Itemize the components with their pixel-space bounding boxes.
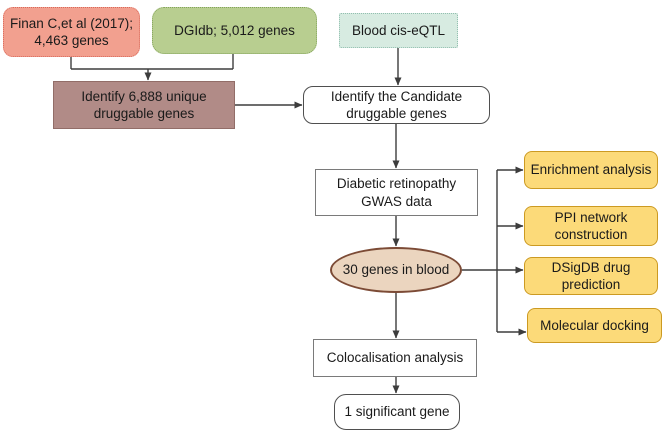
- node-label-line: druggable genes: [93, 106, 195, 121]
- node-label-line: Finan C,et al (2017);: [9, 15, 134, 31]
- node-label-line: 1 significant gene: [344, 404, 450, 420]
- node-label-line: DGIdb; 5,012 genes: [174, 22, 295, 38]
- node-blood-eqtl-source: Blood cis-eQTL: [339, 13, 458, 48]
- node-enrichment-analysis: Enrichment analysis: [524, 151, 658, 189]
- node-label-line: 30 genes in blood: [342, 262, 450, 278]
- node-label-line: prediction: [561, 277, 621, 292]
- node-label-line: GWAS data: [361, 193, 432, 209]
- node-label-line: Molecular docking: [540, 317, 649, 333]
- node-label-line: PPI network: [554, 209, 628, 225]
- node-label-line: 4,463 genes: [34, 33, 109, 48]
- node-label-line: Blood cis-eQTL: [351, 22, 446, 38]
- node-colocalisation-analysis: Colocalisation analysis: [313, 339, 477, 377]
- node-dsigdb-drug-prediction: DSigDB drug prediction: [524, 257, 658, 295]
- node-label-line: Identify the Candidate: [330, 88, 463, 104]
- node-dgidb-source: DGIdb; 5,012 genes: [152, 7, 317, 54]
- node-label-line: construction: [554, 227, 628, 242]
- node-finan-source: Finan C,et al (2017); 4,463 genes: [3, 7, 140, 57]
- node-unique-druggable-genes: Identify 6,888 unique druggable genes: [53, 81, 235, 129]
- node-significant-gene: 1 significant gene: [334, 394, 460, 430]
- node-gwas-data: Diabetic retinopathy GWAS data: [315, 169, 478, 216]
- node-label-line: Enrichment analysis: [530, 162, 652, 178]
- node-label-line: Diabetic retinopathy: [336, 176, 457, 192]
- node-molecular-docking: Molecular docking: [527, 308, 662, 343]
- node-label-line: Colocalisation analysis: [326, 350, 464, 366]
- node-genes-in-blood-ellipse: 30 genes in blood: [330, 247, 462, 293]
- node-label-line: DSigDB drug: [551, 259, 631, 275]
- node-candidate-druggable-genes: Identify the Candidate druggable genes: [303, 86, 490, 124]
- node-label-line: druggable genes: [346, 106, 447, 121]
- node-ppi-network: PPI network construction: [524, 206, 658, 246]
- node-label-line: Identify 6,888 unique: [81, 88, 207, 104]
